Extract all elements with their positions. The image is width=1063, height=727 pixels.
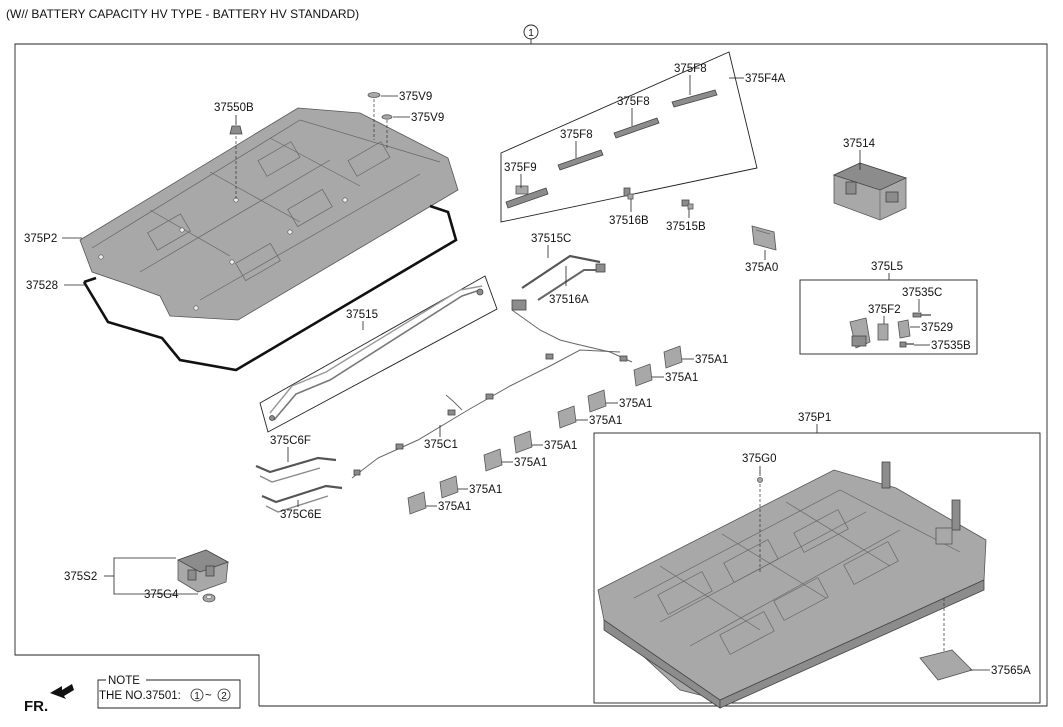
plug-375G0 [757,477,763,483]
module-375A1-2 [633,363,653,387]
busbar-375C6F [255,456,337,483]
module-375A1-5 [513,430,533,454]
note-text: THE NO.37501: [99,690,181,702]
label-375A0: 375A0 [745,262,778,274]
label-375C6F: 375C6F [270,435,311,447]
label-375A1-7: 375A1 [469,484,502,496]
busbar-375C6E [261,484,343,513]
label-375A1-8: 375A1 [438,501,471,513]
label-37515C: 37515C [531,233,571,245]
bracket-37529 [897,319,911,339]
note-range-end: 2 [221,691,227,702]
note-range-start: 1 [194,691,200,702]
relay-module-375S2 [177,549,229,593]
label-375S2: 375S2 [64,571,97,583]
kit-box-375F4A [500,51,758,223]
connector-375F8-right [671,89,718,108]
clip-37515B [681,199,694,210]
module-375A1-6 [483,448,503,472]
connector-375F8-left [557,149,604,171]
label-375P1: 375P1 [798,412,831,424]
label-375A1-3: 375A1 [619,398,652,410]
label-37516A: 37516A [549,294,589,306]
label-375F8-mid: 375F8 [617,96,650,108]
label-375C1: 375C1 [424,439,458,451]
clip-37516B [623,187,634,200]
label-37535B: 37535B [931,340,971,352]
label-375C6E: 375C6E [280,509,322,521]
module-375A1-1 [663,345,683,369]
tray-box-375P1 [593,432,1041,704]
connector-375F9 [505,185,549,209]
sensor-assembly-375L5 [849,317,889,349]
label-37529: 37529 [921,322,953,334]
busbar-37515 [269,285,484,421]
label-375F9: 375F9 [504,162,537,174]
bracket-37515C [521,254,606,301]
label-375L5: 375L5 [871,261,903,273]
module-375A0 [751,225,777,251]
diagram-title: (W// BATTERY CAPACITY HV TYPE - BATTERY … [6,7,359,21]
vent-plug-375V9-b [381,114,393,120]
note-title: NOTE [108,675,140,687]
battery-tray-375P1 [597,461,987,709]
label-375P2: 375P2 [24,233,57,245]
upper-cover-375P2 [79,107,459,321]
label-37550B: 37550B [214,102,254,114]
assembly-callout: 1 [523,24,539,44]
bolt-37535C [912,312,931,318]
note-box: NOTE THE NO.37501: 1 ~ 2 [97,675,241,709]
label-375V9-b: 375V9 [411,112,444,124]
label-375A1-6: 375A1 [514,457,547,469]
module-375A1-7 [439,475,459,499]
label-375F8-left: 375F8 [560,129,593,141]
main-frame [14,43,1048,707]
label-375F8-right: 375F8 [674,63,707,75]
module-375A1-8 [407,491,427,515]
seal-gasket-37528 [82,204,458,372]
front-arrow-icon [50,684,74,699]
label-375V9-a: 375V9 [399,91,432,103]
label-375F2: 375F2 [868,304,901,316]
label-375A1-2: 375A1 [665,372,698,384]
module-375A1-4 [557,405,577,429]
label-37514: 37514 [843,138,876,150]
module-375A1-3 [587,389,607,413]
grommet-375G4 [202,593,216,603]
label-37515: 37515 [346,309,378,321]
cover-plate-37565A [919,649,973,681]
label-375G4: 375G4 [144,589,179,601]
label-37515B: 37515B [666,221,706,233]
bolt-37535B [899,341,914,348]
label-375A1-4: 375A1 [589,415,622,427]
kit-box-37515 [259,275,498,433]
wiring-harness-375C1 [351,299,633,479]
svg-text:1: 1 [528,28,534,39]
label-37565A: 37565A [991,665,1031,677]
label-375F4A: 375F4A [745,73,786,85]
front-label: FR. [24,698,48,715]
label-37516B: 37516B [609,215,649,227]
label-375G0: 375G0 [742,453,777,465]
label-37528: 37528 [26,280,58,292]
junction-block-37514 [832,162,908,221]
label-375A1-5: 375A1 [544,440,577,452]
label-37535C: 37535C [902,287,942,299]
note-range-sep: ~ [205,690,212,702]
plug-37550B [229,125,243,135]
kit-box-375L5 [799,279,978,355]
front-direction-indicator: FR. [24,684,74,715]
label-375A1-1: 375A1 [695,354,728,366]
connector-375F8-mid [613,117,660,139]
vent-plug-375V9-a [367,92,381,98]
